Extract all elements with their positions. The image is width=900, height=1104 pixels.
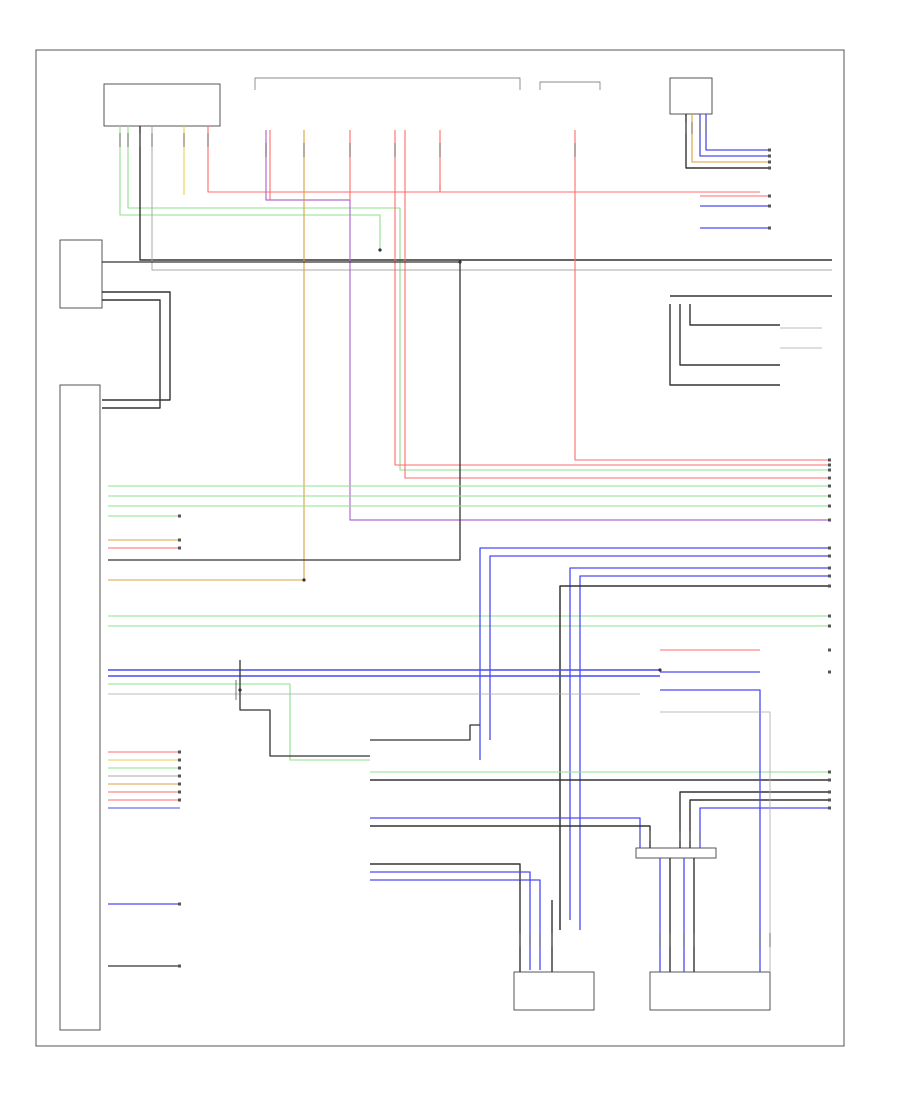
terminal-stub xyxy=(178,782,181,786)
wire-4 xyxy=(151,126,832,271)
top-left-component xyxy=(103,83,221,127)
terminal-stub xyxy=(828,798,831,802)
splice-dot xyxy=(238,688,242,692)
wire-37 xyxy=(479,547,830,760)
terminal-stub xyxy=(768,148,771,152)
wire-60 xyxy=(660,689,761,972)
wire-labels xyxy=(178,148,831,968)
aux-component xyxy=(59,239,103,309)
bottom-left-component xyxy=(513,971,595,1011)
terminal-stub xyxy=(178,758,181,762)
terminal-stub xyxy=(178,798,181,802)
wire-39 xyxy=(569,567,830,920)
connector-ticks xyxy=(119,122,771,947)
terminal-stub xyxy=(828,648,831,652)
diagram-border xyxy=(35,49,845,1047)
terminal-stub xyxy=(828,494,831,498)
terminal-stub xyxy=(178,902,181,906)
wire-40 xyxy=(579,575,830,930)
wire-30 xyxy=(102,299,161,409)
wire-10 xyxy=(108,130,305,581)
bracket-top xyxy=(254,77,521,90)
wire-25 xyxy=(679,304,780,366)
terminal-stub xyxy=(828,458,831,462)
terminal-stub xyxy=(828,518,831,522)
terminal-stub xyxy=(828,790,831,794)
bottom-right-component xyxy=(649,971,771,1011)
terminal-stub xyxy=(768,226,771,230)
terminal-stub xyxy=(178,790,181,794)
wire-57 xyxy=(679,791,830,848)
terminal-stub xyxy=(828,584,831,588)
wire-48 xyxy=(239,660,370,757)
terminal-stub xyxy=(828,778,831,782)
terminal-stub xyxy=(828,566,831,570)
wire-2 xyxy=(127,126,830,471)
bracket-top-right xyxy=(539,81,601,90)
terminal-stub xyxy=(768,194,771,198)
wire-49 xyxy=(370,724,480,741)
terminal-stub xyxy=(828,670,831,674)
terminal-stub xyxy=(828,614,831,618)
terminal-stub xyxy=(828,504,831,508)
wire-61 xyxy=(660,711,771,972)
wire-17 xyxy=(691,114,770,163)
splice-dot xyxy=(658,668,662,672)
terminal-stub xyxy=(828,624,831,628)
wire-7 xyxy=(439,185,760,193)
wire-12 xyxy=(394,130,830,466)
terminal-stub xyxy=(828,484,831,488)
top-right-component xyxy=(669,77,713,115)
wire-46 xyxy=(108,683,370,761)
terminal-stub xyxy=(768,204,771,208)
wire-55 xyxy=(370,871,531,970)
terminal-stub xyxy=(178,774,181,778)
wire-1 xyxy=(119,126,381,250)
wire-layer xyxy=(102,114,832,972)
wire-19 xyxy=(705,114,770,151)
terminal-stub xyxy=(828,476,831,480)
terminal-stub xyxy=(178,546,181,550)
splice-dot xyxy=(458,260,462,264)
splice-dot xyxy=(378,248,382,252)
wire-31 xyxy=(102,261,461,561)
connector-block xyxy=(635,847,717,859)
terminal-stub xyxy=(768,166,771,170)
terminal-stub xyxy=(178,964,181,968)
left-control-module xyxy=(59,384,101,1031)
wire-54 xyxy=(370,863,521,880)
terminal-stub xyxy=(178,514,181,518)
terminal-stub xyxy=(828,546,831,550)
terminal-stub xyxy=(178,766,181,770)
wire-56 xyxy=(370,879,541,970)
wire-15 xyxy=(574,130,830,461)
terminal-stub xyxy=(828,554,831,558)
wire-13 xyxy=(404,130,830,479)
wire-3 xyxy=(139,126,832,261)
terminal-stub xyxy=(178,538,181,542)
terminal-stub xyxy=(178,750,181,754)
terminal-stub xyxy=(828,770,831,774)
wire-41 xyxy=(559,585,830,930)
wire-52 xyxy=(370,817,641,848)
terminal-stub xyxy=(768,154,771,158)
terminal-stub xyxy=(828,463,831,467)
terminal-stub xyxy=(828,806,831,810)
wire-26 xyxy=(689,304,780,326)
terminal-stub xyxy=(828,574,831,578)
terminal-stub xyxy=(828,468,831,472)
terminal-stub xyxy=(768,160,771,164)
wire-29 xyxy=(102,291,171,401)
wire-24 xyxy=(669,304,780,386)
wire-59 xyxy=(699,807,830,848)
wire-16 xyxy=(685,114,770,169)
splice-dot xyxy=(302,578,306,582)
wire-53 xyxy=(370,825,651,848)
wire-38 xyxy=(489,555,830,740)
